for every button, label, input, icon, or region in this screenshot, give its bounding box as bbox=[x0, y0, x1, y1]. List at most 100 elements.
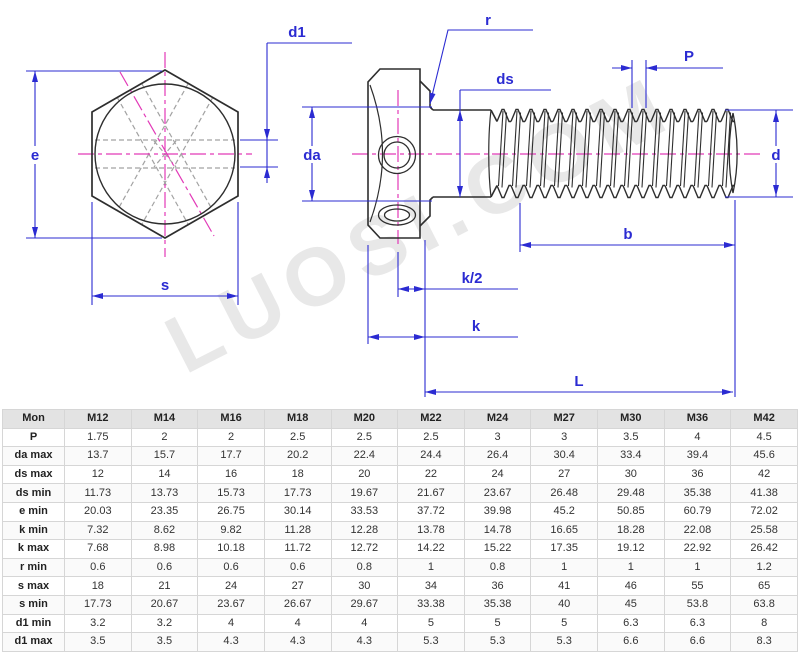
row-label: k min bbox=[2, 520, 65, 541]
row-label: s max bbox=[2, 576, 65, 596]
centerlines-front bbox=[78, 52, 252, 257]
value-cell: 39.4 bbox=[663, 446, 732, 466]
value-cell: 30.14 bbox=[263, 501, 332, 522]
label-k: k bbox=[472, 318, 481, 335]
value-cell: 20.03 bbox=[64, 501, 132, 522]
value-cell: 23.67 bbox=[463, 483, 532, 503]
col-header: M36 bbox=[663, 409, 732, 429]
value-cell: 45 bbox=[597, 594, 665, 615]
value-cell: 8 bbox=[730, 613, 798, 634]
value-cell: 3.2 bbox=[64, 613, 132, 634]
label-d: d bbox=[771, 147, 780, 164]
value-cell: 26.4 bbox=[463, 446, 532, 466]
value-cell: 7.32 bbox=[64, 520, 132, 541]
row-label: da max bbox=[2, 446, 65, 466]
value-cell: 17.73 bbox=[64, 594, 132, 615]
value-cell: 41 bbox=[530, 576, 598, 596]
corner-header: Mon bbox=[2, 409, 65, 429]
bolt-side-view bbox=[352, 68, 764, 244]
value-cell: 1 bbox=[397, 557, 465, 578]
row-label: e min bbox=[2, 501, 65, 522]
value-cell: 1 bbox=[597, 557, 665, 578]
value-cell: 18 bbox=[263, 464, 332, 485]
value-cell: 18 bbox=[64, 576, 132, 596]
value-cell: 4 bbox=[197, 613, 265, 634]
value-cell: 35.38 bbox=[463, 594, 532, 615]
value-cell: 22.4 bbox=[330, 446, 399, 466]
value-cell: 2 bbox=[130, 427, 199, 448]
value-cell: 8.98 bbox=[130, 539, 199, 559]
value-cell: 12.72 bbox=[330, 539, 399, 559]
value-cell: 2.5 bbox=[263, 427, 332, 448]
value-cell: 4 bbox=[330, 613, 399, 634]
value-cell: 63.8 bbox=[730, 594, 798, 615]
value-cell: 39.98 bbox=[463, 501, 532, 522]
value-cell: 5.3 bbox=[530, 632, 598, 652]
chamfer-circle bbox=[94, 83, 236, 225]
value-cell: 5.3 bbox=[463, 632, 532, 652]
value-cell: 17.73 bbox=[263, 483, 332, 503]
value-cell: 40 bbox=[530, 594, 598, 615]
value-cell: 0.6 bbox=[130, 557, 199, 578]
value-cell: 30.4 bbox=[530, 446, 598, 466]
value-cell: 6.3 bbox=[663, 613, 732, 634]
value-cell: 14.22 bbox=[397, 539, 465, 559]
value-cell: 30 bbox=[330, 576, 399, 596]
value-cell: 13.78 bbox=[397, 520, 465, 541]
value-cell: 6.6 bbox=[597, 632, 665, 652]
value-cell: 2.5 bbox=[330, 427, 399, 448]
value-cell: 15.7 bbox=[130, 446, 199, 466]
col-header: M30 bbox=[597, 409, 665, 429]
row-label: P bbox=[2, 427, 65, 448]
row-label: k max bbox=[2, 539, 65, 559]
value-cell: 72.02 bbox=[730, 501, 798, 522]
value-cell: 25.58 bbox=[730, 520, 798, 541]
label-s: s bbox=[161, 277, 169, 294]
value-cell: 18.28 bbox=[597, 520, 665, 541]
row-label: d1 max bbox=[2, 632, 65, 652]
value-cell: 1 bbox=[530, 557, 598, 578]
value-cell: 45.2 bbox=[530, 501, 598, 522]
value-cell: 19.12 bbox=[597, 539, 665, 559]
value-cell: 6.6 bbox=[663, 632, 732, 652]
label-L: L bbox=[574, 373, 583, 390]
value-cell: 46 bbox=[597, 576, 665, 596]
value-cell: 50.85 bbox=[597, 501, 665, 522]
value-cell: 0.8 bbox=[463, 557, 532, 578]
value-cell: 0.6 bbox=[263, 557, 332, 578]
label-k2: k/2 bbox=[462, 270, 483, 287]
value-cell: 5.3 bbox=[397, 632, 465, 652]
dimension-labels: e s d1 da r ds P d b k/2 k L bbox=[31, 12, 781, 390]
value-cell: 24.4 bbox=[397, 446, 465, 466]
col-header: M12 bbox=[64, 409, 132, 429]
value-cell: 34 bbox=[397, 576, 465, 596]
hidden-hole-lines bbox=[95, 83, 235, 225]
value-cell: 53.8 bbox=[663, 594, 732, 615]
value-cell: 24 bbox=[463, 464, 532, 485]
value-cell: 4.3 bbox=[263, 632, 332, 652]
value-cell: 4.3 bbox=[330, 632, 399, 652]
row-label: r min bbox=[2, 557, 65, 578]
value-cell: 20.67 bbox=[130, 594, 199, 615]
value-cell: 36 bbox=[463, 576, 532, 596]
value-cell: 16 bbox=[197, 464, 265, 485]
value-cell: 26.75 bbox=[197, 501, 265, 522]
col-header: M20 bbox=[330, 409, 399, 429]
value-cell: 1.2 bbox=[730, 557, 798, 578]
value-cell: 11.28 bbox=[263, 520, 332, 541]
row-label: s min bbox=[2, 594, 65, 615]
col-header: M42 bbox=[730, 409, 798, 429]
value-cell: 3.5 bbox=[130, 632, 199, 652]
value-cell: 12.28 bbox=[330, 520, 399, 541]
value-cell: 9.82 bbox=[197, 520, 265, 541]
value-cell: 7.68 bbox=[64, 539, 132, 559]
value-cell: 17.35 bbox=[530, 539, 598, 559]
label-b: b bbox=[623, 226, 632, 243]
value-cell: 37.72 bbox=[397, 501, 465, 522]
